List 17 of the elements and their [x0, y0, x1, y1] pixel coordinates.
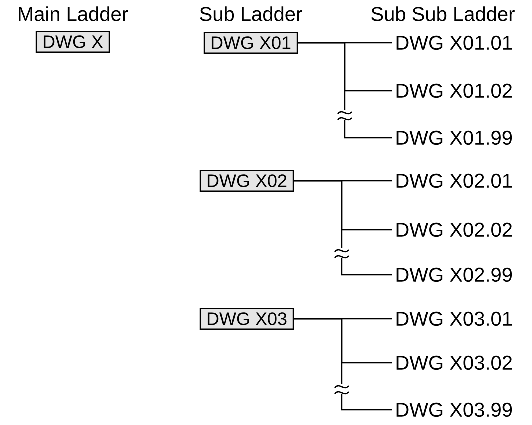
drawing-box: DWG X: [36, 31, 110, 53]
drawing-label: DWG X03.99: [396, 402, 512, 418]
drawing-label: DWG X03.01: [396, 312, 512, 326]
drawing-label: DWG X02.99: [396, 268, 512, 282]
connector-line: [294, 318, 392, 411]
drawing-box: DWG X01: [204, 32, 298, 54]
drawing-label: DWG X01.01: [396, 36, 512, 50]
column-heading: Sub Sub Ladder: [372, 6, 515, 22]
drawing-label: DWG X02.01: [396, 174, 512, 188]
drawing-box: DWG X02: [200, 170, 294, 192]
drawing-box: DWG X03: [200, 308, 294, 330]
connector-line: [298, 42, 392, 139]
drawing-label: DWG X03.02: [396, 356, 512, 370]
drawing-label: DWG X01.99: [396, 130, 512, 146]
drawing-label: DWG X01.02: [396, 84, 512, 98]
connector-line: [294, 180, 392, 276]
drawing-label: DWG X02.02: [396, 222, 512, 238]
